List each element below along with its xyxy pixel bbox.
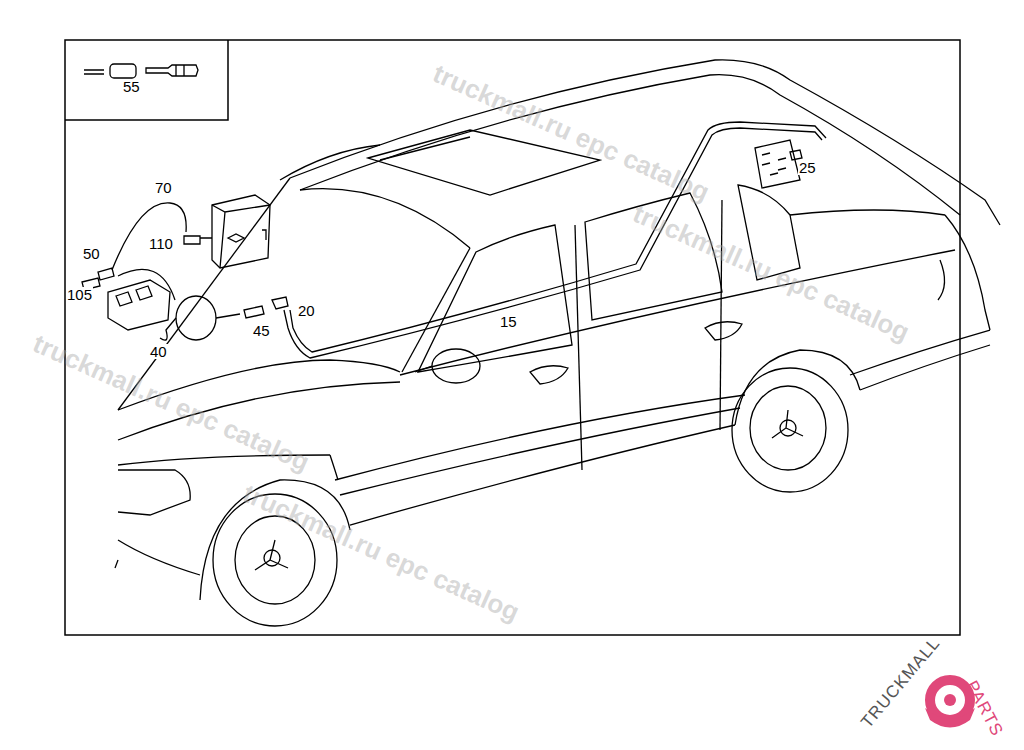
callout-number: 40 xyxy=(149,344,168,359)
car-body xyxy=(115,60,1000,626)
callout-number: 15 xyxy=(499,314,518,329)
callout-number: 50 xyxy=(82,246,101,261)
callout-number: 45 xyxy=(252,323,271,338)
callout-number: 70 xyxy=(154,180,173,195)
inset-frame xyxy=(65,40,228,120)
callout-number: 110 xyxy=(148,236,174,251)
watermark: truckmall.ru epc catalog xyxy=(629,200,913,345)
callout-number: 25 xyxy=(798,160,817,175)
callout-number: 20 xyxy=(297,303,316,318)
watermark: truckmall.ru epc catalog xyxy=(29,330,313,475)
callout-number: 55 xyxy=(122,79,141,94)
frame xyxy=(65,40,960,635)
inset-part-55 xyxy=(84,64,198,78)
callout-number: 105 xyxy=(66,287,93,302)
